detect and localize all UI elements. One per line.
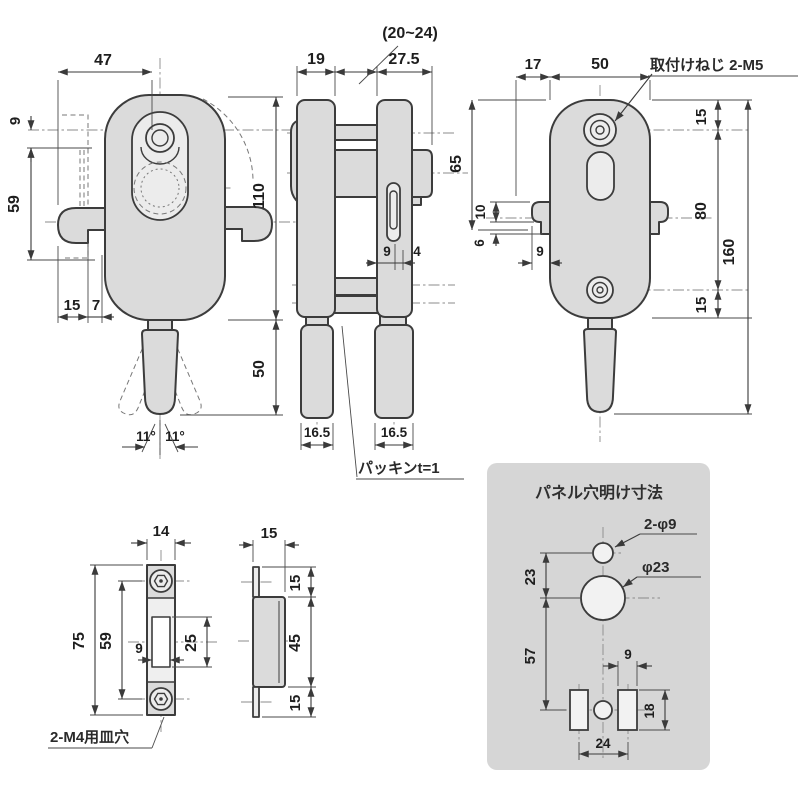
strike-slot — [151, 616, 171, 668]
panel-dim-18: 18 — [642, 703, 657, 719]
back-view: 17 50 取付けねじ 2-M5 65 10 6 9 15 80 15 160 — [448, 56, 798, 442]
panel-view: パネル穴明け寸法 2-φ9 φ23 23 57 9 — [487, 463, 710, 770]
back-keyhole — [586, 151, 615, 201]
front-angle-right: 11° — [165, 429, 185, 444]
front-dim-47: 47 — [94, 52, 112, 69]
front-dim-59: 59 — [6, 195, 23, 213]
front-dim-15: 15 — [64, 297, 81, 314]
panel-dim-24: 24 — [595, 736, 611, 751]
panel-cutout-right — [617, 689, 638, 731]
strike-side-dim-top: 15 — [287, 575, 304, 592]
back-dim-15-top: 15 — [693, 109, 710, 126]
strike-side-dim-middle: 45 — [287, 634, 304, 652]
strike-side-view: 15 15 45 15 — [238, 525, 316, 718]
strike-label-countersunk: 2-M4用皿穴 — [50, 728, 129, 746]
panel-dim-23: 23 — [522, 569, 539, 586]
back-dim-50: 50 — [591, 56, 609, 73]
panel-cutout-left — [569, 689, 589, 731]
side-dim-9: 9 — [383, 244, 391, 259]
strike-dim-9: 9 — [135, 641, 143, 656]
back-latch-left — [531, 201, 551, 235]
panel-label-small-holes: 2-φ9 — [644, 516, 676, 533]
side-dim-4: 4 — [413, 244, 421, 259]
front-angle-left: 11° — [136, 429, 156, 444]
back-dim-15-bottom: 15 — [693, 297, 710, 314]
front-knob — [133, 161, 187, 215]
back-dim-160: 160 — [721, 239, 738, 266]
back-screw-bottom — [586, 276, 614, 304]
back-body — [549, 99, 651, 319]
side-dim-16-5-left: 16.5 — [304, 425, 331, 440]
strike-dim-75: 75 — [71, 632, 88, 650]
front-dim-7: 7 — [92, 297, 100, 314]
front-dim-9: 9 — [7, 117, 24, 125]
strike-side-dim-bottom: 15 — [287, 695, 304, 712]
front-lever — [141, 329, 179, 415]
back-dim-65: 65 — [448, 155, 465, 173]
panel-title: パネル穴明け寸法 — [535, 483, 663, 502]
side-foot-front — [300, 324, 334, 419]
front-screw — [145, 123, 175, 153]
back-label-mounting-screw: 取付けねじ 2-M5 — [650, 56, 763, 74]
front-dim-50: 50 — [251, 360, 268, 378]
back-screw-top — [583, 113, 617, 147]
back-dim-80: 80 — [693, 202, 710, 220]
panel-hole-large — [580, 575, 626, 621]
side-front-plate — [296, 99, 336, 318]
side-latch — [411, 149, 433, 198]
side-view: 19 (20~24) 27.5 9 4 16.5 16.5 パッキンt=1 — [287, 25, 468, 480]
side-dim-16-5-right: 16.5 — [381, 425, 408, 440]
strike-dim-25: 25 — [183, 634, 200, 652]
back-dim-10: 10 — [473, 204, 488, 219]
panel-hole-small — [592, 542, 614, 564]
back-dim-9: 9 — [536, 244, 544, 259]
panel-dim-9: 9 — [624, 647, 632, 662]
back-lever — [583, 328, 617, 413]
panel-dim-57: 57 — [522, 648, 539, 665]
front-latch-left — [57, 207, 106, 244]
side-label-packing: パッキンt=1 — [358, 460, 440, 477]
panel-label-large-hole: φ23 — [642, 559, 669, 576]
strike-channel — [252, 596, 286, 688]
back-dim-17: 17 — [525, 56, 542, 73]
strike-dim-59: 59 — [98, 632, 115, 650]
side-dim-27-5: 27.5 — [388, 51, 419, 68]
front-latch-right — [224, 206, 273, 242]
back-latch-right — [649, 201, 669, 235]
side-foot-back — [374, 324, 414, 419]
front-dim-110: 110 — [251, 183, 268, 209]
side-dim-19: 19 — [307, 51, 325, 68]
panel-hole-bottom — [593, 700, 613, 720]
strike-front-view: 14 75 59 9 25 2-M4用皿穴 — [48, 523, 218, 749]
strike-dim-14: 14 — [153, 523, 170, 540]
front-view: 47 9 59 110 50 15 7 11° 11° — [6, 52, 302, 462]
side-dim-panel-thickness: (20~24) — [382, 25, 438, 42]
strike-side-dim-depth: 15 — [261, 525, 278, 542]
back-dim-6: 6 — [472, 239, 487, 247]
